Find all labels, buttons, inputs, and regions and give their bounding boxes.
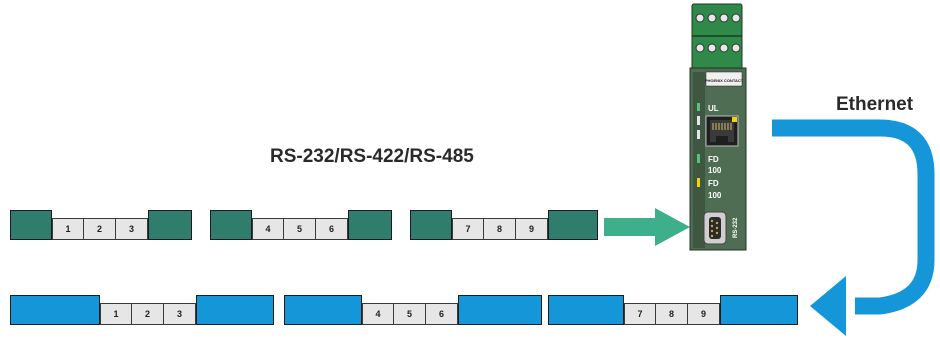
gateway-device: PHOENIX CONTACT UL FD 100 FD 100: [689, 3, 747, 251]
data-cell: 4: [252, 218, 284, 240]
data-cell: 5: [284, 218, 316, 240]
ethernet-arrowhead: [810, 276, 846, 336]
frame-trailer: [348, 210, 392, 240]
frame-trailer: [196, 295, 274, 325]
data-cell: 8: [484, 218, 516, 240]
frame-header: [548, 295, 624, 325]
serial-port-icon: [703, 211, 727, 245]
serial-protocol-label: RS-232/RS-422/RS-485: [270, 146, 474, 167]
led-label-100: 100: [708, 166, 722, 175]
led-label-fd: FD: [708, 179, 719, 188]
frame-payload: 7 8 9: [624, 303, 720, 325]
frame-payload: 7 8 9: [452, 218, 548, 240]
data-cell: 1: [100, 303, 132, 325]
serial-frame: 7 8 9: [410, 210, 598, 240]
frame-trailer: [720, 295, 798, 325]
frame-payload: 4 5 6: [252, 218, 348, 240]
frame-header: [10, 210, 52, 240]
ethernet-arrow: [772, 119, 935, 315]
led-indicator: [697, 130, 700, 139]
ethernet-port-icon: [705, 115, 739, 147]
data-cell: 9: [688, 303, 720, 325]
data-cell: 3: [116, 218, 148, 240]
data-cell: 9: [516, 218, 548, 240]
led-indicator: [697, 178, 700, 187]
brand-text: PHOENIX CONTACT: [705, 78, 744, 83]
frame-header: [410, 210, 452, 240]
led-indicator: [697, 154, 700, 163]
frame-trailer: [548, 210, 598, 240]
data-cell: 2: [84, 218, 116, 240]
frame-header: [210, 210, 252, 240]
serial-arrow: [604, 208, 690, 246]
data-cell: 3: [164, 303, 196, 325]
ethernet-frame: 7 8 9: [548, 295, 798, 325]
data-cell: 6: [316, 218, 348, 240]
led-indicator: [697, 116, 700, 125]
data-cell: 4: [362, 303, 394, 325]
screw-icon: [695, 13, 741, 53]
serial-frame: 1 2 3: [10, 210, 192, 240]
led-label-100: 100: [708, 191, 722, 200]
serial-port-label: RS-232: [733, 217, 739, 238]
led-indicator: [697, 103, 700, 111]
frame-trailer: [458, 295, 542, 325]
data-cell: 8: [656, 303, 688, 325]
frame-header: [284, 295, 362, 325]
ethernet-frame: 1 2 3: [10, 295, 274, 325]
phoenix-contact-logo: [705, 71, 743, 87]
data-cell: 5: [394, 303, 426, 325]
frame-payload: 1 2 3: [52, 218, 148, 240]
frame-header: [10, 295, 100, 325]
ethernet-label: Ethernet: [836, 94, 914, 115]
frame-trailer: [148, 210, 192, 240]
led-label-fd: FD: [708, 155, 719, 164]
data-cell: 6: [426, 303, 458, 325]
data-cell: 1: [52, 218, 84, 240]
ethernet-frame: 4 5 6: [284, 295, 542, 325]
frame-payload: 1 2 3: [100, 303, 196, 325]
data-cell: 7: [624, 303, 656, 325]
data-cell: 7: [452, 218, 484, 240]
data-cell: 2: [132, 303, 164, 325]
frame-payload: 4 5 6: [362, 303, 458, 325]
serial-frame: 4 5 6: [210, 210, 392, 240]
led-label-ul: UL: [708, 104, 719, 113]
